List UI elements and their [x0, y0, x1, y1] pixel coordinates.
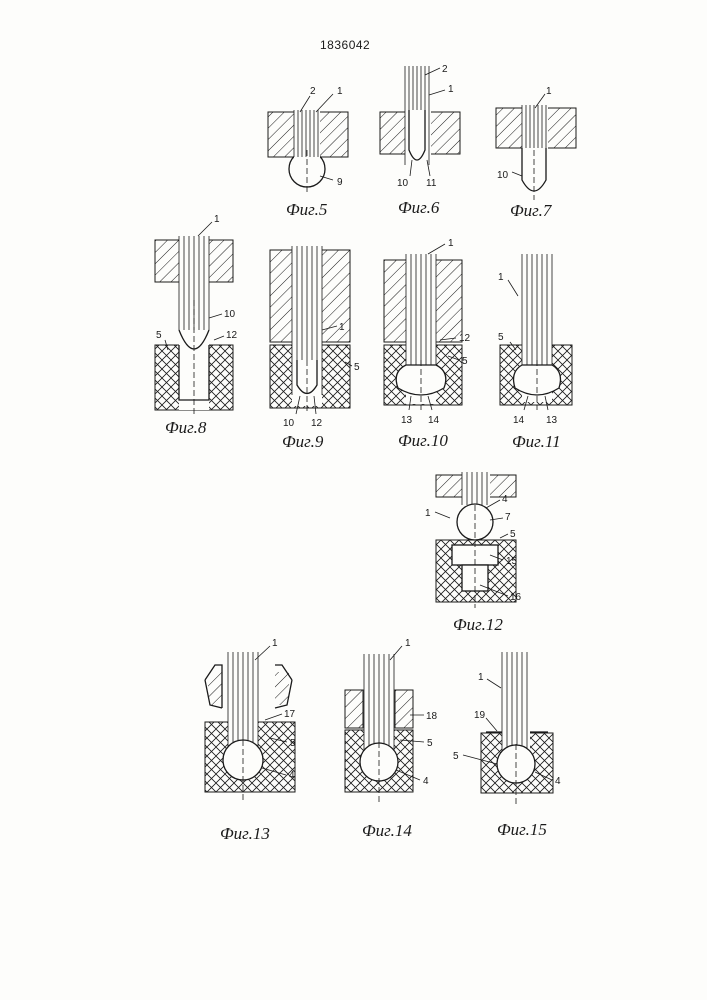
label-fig6-2: 2 [442, 64, 448, 75]
caption-fig10: Фиг.10 [398, 431, 448, 450]
figure-7: 1 10 Фиг.7 [496, 86, 576, 220]
figure-13: 1 17 5 4 Фиг.13 [205, 638, 296, 843]
label-fig15-5: 5 [453, 751, 459, 762]
label-fig12-5: 5 [510, 529, 516, 540]
label-fig7-10: 10 [497, 170, 509, 181]
label-fig12-1: 1 [425, 508, 431, 519]
figure-5: 1 2 9 Фиг.5 [268, 86, 348, 219]
label-fig8-1: 1 [214, 214, 220, 225]
caption-fig9: Фиг.9 [282, 432, 324, 451]
label-fig12-7: 7 [505, 512, 511, 523]
figure-8: 1 10 5 12 Фиг.8 [155, 214, 238, 437]
label-fig8-12: 12 [226, 330, 238, 341]
figure-14: 1 18 5 4 Фиг.14 [345, 638, 438, 840]
caption-fig11: Фиг.11 [512, 432, 561, 451]
caption-fig5: Фиг.5 [286, 200, 327, 219]
label-fig13-1: 1 [272, 638, 278, 649]
caption-fig14: Фиг.14 [362, 821, 412, 840]
label-fig10-12: 12 [459, 333, 471, 344]
label-fig15-4: 4 [555, 776, 561, 787]
label-fig9-12: 12 [311, 418, 323, 429]
label-fig9-1: 1 [339, 322, 345, 333]
figure-12: 1 4 7 5 15 16 Фиг.12 [425, 472, 522, 634]
label-fig6-1: 1 [448, 84, 454, 95]
label-fig14-18: 18 [426, 711, 438, 722]
label-fig12-4: 4 [502, 494, 508, 505]
label-fig6-10: 10 [397, 178, 409, 189]
label-fig13-17: 17 [284, 709, 296, 720]
label-fig14-4: 4 [423, 776, 429, 787]
label-fig9-5: 5 [354, 362, 360, 373]
label-fig11-14: 14 [513, 415, 525, 426]
label-fig14-1: 1 [405, 638, 411, 649]
figure-10: 1 12 5 13 14 Фиг.10 [384, 238, 471, 450]
label-fig10-13: 13 [401, 415, 413, 426]
label-fig12-15: 15 [506, 556, 518, 567]
figure-11: 1 5 14 13 Фиг.11 [498, 254, 572, 451]
label-fig7-1: 1 [546, 86, 552, 97]
label-fig11-1: 1 [498, 272, 504, 283]
label-fig10-1: 1 [448, 238, 454, 249]
label-fig15-19: 19 [474, 710, 486, 721]
label-fig5-9: 9 [337, 177, 343, 188]
label-fig10-14: 14 [428, 415, 440, 426]
label-fig12-16: 16 [510, 592, 522, 603]
label-fig15-1: 1 [478, 672, 484, 683]
label-fig5-2: 2 [310, 86, 316, 97]
caption-fig6: Фиг.6 [398, 198, 440, 217]
figure-6: 2 1 10 11 Фиг.6 [380, 64, 460, 217]
caption-fig13: Фиг.13 [220, 824, 270, 843]
caption-fig15: Фиг.15 [497, 820, 547, 839]
figure-15: 1 19 5 4 Фиг.15 [453, 652, 561, 839]
label-fig6-11: 11 [426, 178, 437, 189]
label-fig13-5: 5 [290, 738, 296, 749]
label-fig14-5: 5 [427, 738, 433, 749]
label-fig9-10: 10 [283, 418, 295, 429]
label-fig5-1: 1 [337, 86, 343, 97]
caption-fig12: Фиг.12 [453, 615, 503, 634]
label-fig11-13: 13 [546, 415, 558, 426]
label-fig8-5: 5 [156, 330, 162, 341]
label-fig10-5: 5 [462, 356, 468, 367]
label-fig8-10: 10 [224, 309, 236, 320]
figure-9: 1 5 10 12 Фиг.9 [270, 246, 360, 451]
caption-fig8: Фиг.8 [165, 418, 207, 437]
caption-fig7: Фиг.7 [510, 201, 553, 220]
label-fig11-5: 5 [498, 332, 504, 343]
label-fig13-4: 4 [289, 770, 295, 781]
